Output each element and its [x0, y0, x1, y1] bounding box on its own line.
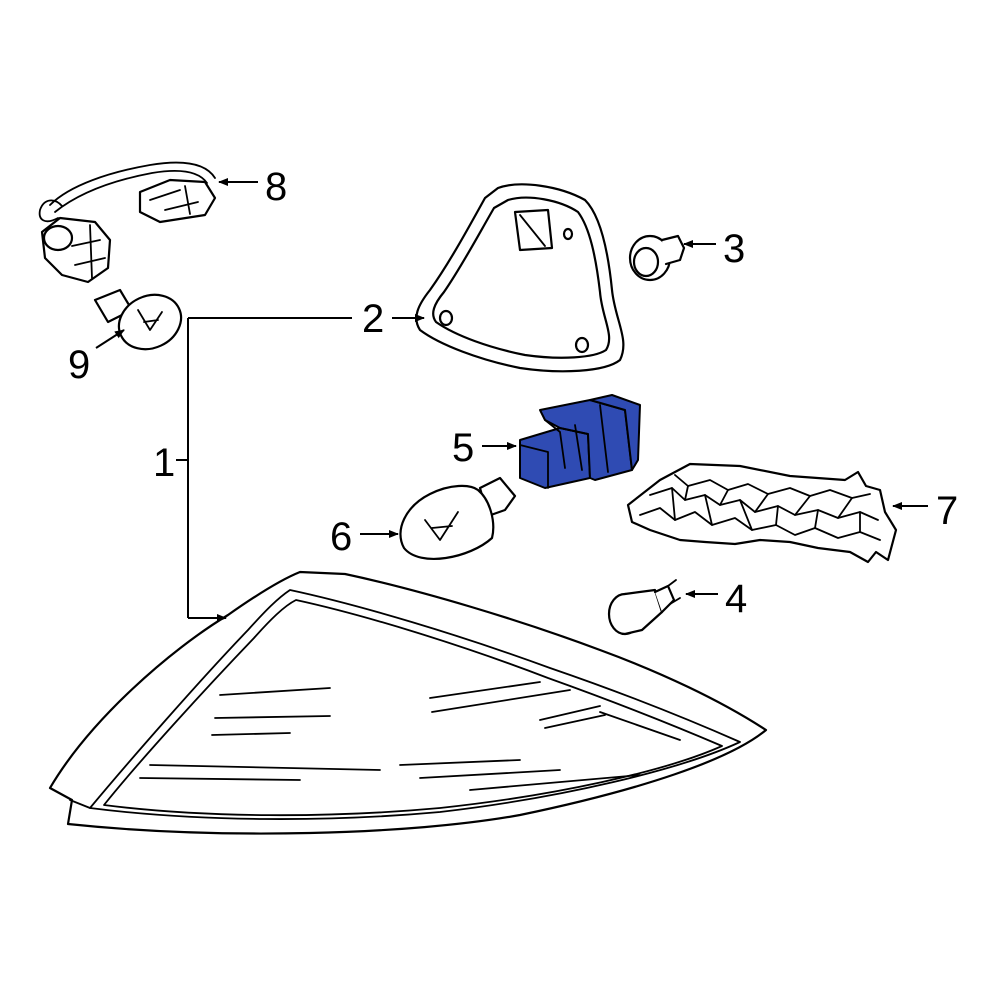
part-2-gasket[interactable] — [415, 183, 625, 373]
part-5-socket[interactable] — [519, 394, 641, 489]
leader-lines — [95, 178, 928, 622]
part-4-clip[interactable] — [607, 579, 681, 636]
part-7-reflector[interactable] — [626, 462, 898, 564]
callout-3: 3 — [723, 227, 745, 271]
callout-2: 2 — [362, 297, 384, 341]
part-3-clip[interactable] — [628, 234, 686, 282]
callout-8: 8 — [265, 165, 287, 209]
callout-9: 9 — [68, 343, 90, 387]
callout-1: 1 — [153, 441, 175, 485]
part-8-wiring-harness[interactable] — [38, 161, 217, 284]
callout-6: 6 — [330, 515, 352, 559]
callout-7: 7 — [936, 489, 958, 533]
part-1-lamp-assembly[interactable] — [48, 570, 768, 835]
part-6-bulb[interactable] — [399, 476, 517, 560]
callout-4: 4 — [725, 577, 747, 621]
callout-5: 5 — [452, 426, 474, 470]
part-9-bulb[interactable] — [93, 285, 190, 359]
